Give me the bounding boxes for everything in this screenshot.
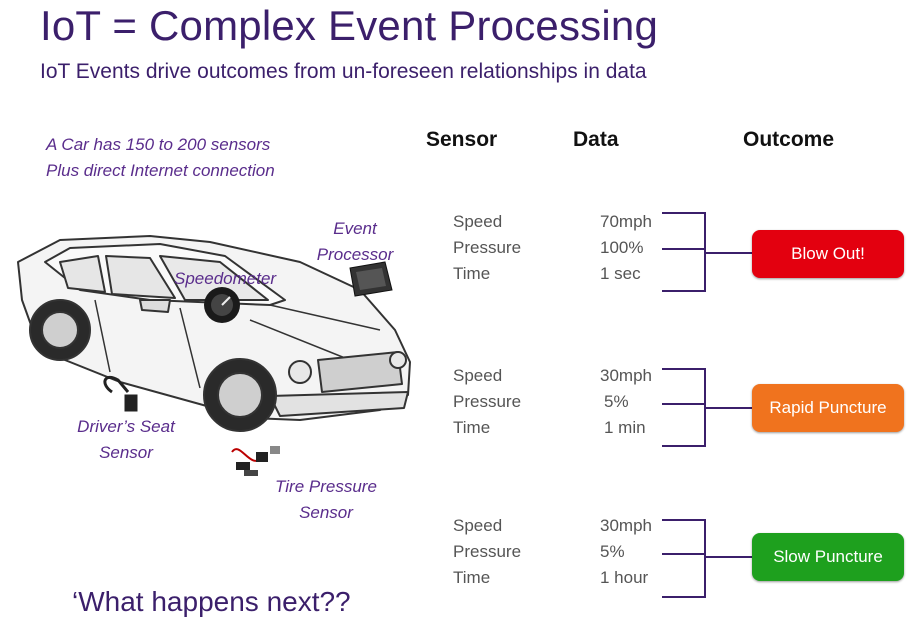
scenario-1-value-speed: 70mph [600,212,652,231]
sensors-note-line-2: Plus direct Internet connection [46,161,275,180]
connectors [662,212,752,598]
label-drivers-seat-line-1: Driver’s Seat [77,417,175,436]
scenario-2-label-speed: Speed [453,366,503,385]
scenario-3-label-time: Time [453,568,491,587]
label-event-processor-line-1: Event [333,219,377,238]
label-drivers-seat-line-2: Sensor [99,443,153,462]
speedometer-icon [204,287,240,323]
label-tire-pressure-sensor: Tire Pressure Sensor [265,474,387,526]
outcome-blow-out: Blow Out! [752,230,904,278]
scenario-1-label-time: Time [453,264,491,283]
scenario-2-value-speed: 30mph [600,366,652,385]
label-speedometer: Speedometer [174,269,277,288]
outcome-slow-puncture: Slow Puncture [752,533,904,581]
bracket-2 [662,368,752,447]
car-illustration [17,235,411,432]
sensors-note-line-1: A Car has 150 to 200 sensors [46,135,271,154]
column-header-data: Data [573,128,619,151]
scenario-3-label-pressure: Pressure [453,542,522,561]
bracket-3 [662,519,752,598]
scenario-2-value-time: 1 min [604,418,646,437]
slide-title: IoT = Complex Event Processing [40,2,659,49]
seat-sensor-icon [103,375,138,412]
scenario-2-label-time: Time [453,418,491,437]
column-header-outcome: Outcome [743,128,835,151]
scenario-1-value-time: 1 sec [600,264,641,283]
bracket-1 [662,212,752,292]
tire-pressure-sensor-icon [231,446,280,476]
scenario-3-value-time: 1 hour [600,568,649,587]
label-tire-pressure-line-2: Sensor [299,503,353,522]
sensors-note: A Car has 150 to 200 sensors Plus direct… [46,132,275,184]
scenario-3-value-pressure: 5% [600,542,625,561]
scenario-3-value-speed: 30mph [600,516,652,535]
label-tire-pressure-line-1: Tire Pressure [275,477,377,496]
scenario-1-value-pressure: 100% [600,238,644,257]
scenario-2-value-pressure: 5% [604,392,629,411]
outcome-rapid-puncture: Rapid Puncture [752,384,904,432]
question-text: ‘What happens next?? [72,586,351,617]
label-drivers-seat-sensor: Driver’s Seat Sensor [64,414,188,466]
slide-subtitle: IoT Events drive outcomes from un-forese… [40,60,647,83]
label-event-processor: Event Processor [310,216,400,268]
scenario-1-label-speed: Speed [453,212,503,231]
event-processor-icon [349,261,393,297]
scenario-1-label-pressure: Pressure [453,238,522,257]
scenario-2-label-pressure: Pressure [453,392,522,411]
scenario-3-label-speed: Speed [453,516,503,535]
label-event-processor-line-2: Processor [316,245,394,264]
column-header-sensor: Sensor [426,128,498,151]
